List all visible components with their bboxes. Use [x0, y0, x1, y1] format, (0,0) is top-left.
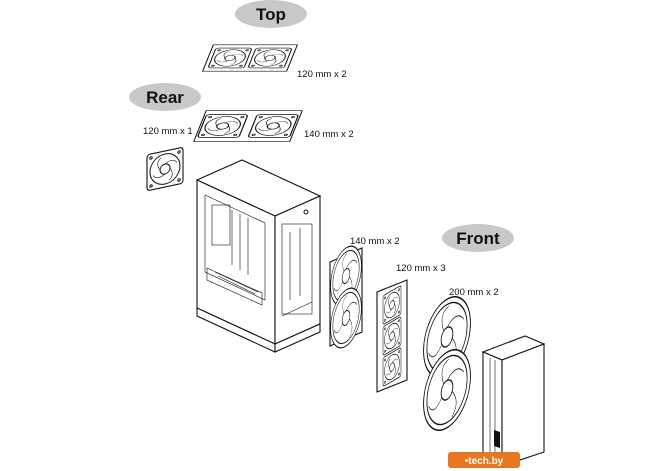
front-badge: Front	[442, 224, 514, 252]
front-fans-200-dimension: 200 mm x 2	[449, 287, 499, 298]
watermark: •tech.by	[448, 452, 520, 468]
front-fans-120-dimension: 120 mm x 3	[396, 263, 446, 274]
rear-badge: Rear	[129, 83, 201, 111]
pc-case	[195, 159, 322, 353]
front-fans-200	[422, 284, 472, 443]
rear-fan	[146, 146, 184, 192]
front-fans-140-dimension: 140 mm x 2	[350, 236, 400, 247]
front-panel	[481, 335, 546, 467]
top-fan-tray-120	[201, 44, 299, 72]
top-badge: Top	[235, 0, 307, 28]
front-label: Front	[456, 229, 500, 248]
top-label: Top	[256, 5, 286, 24]
front-fan-stack-120	[376, 279, 408, 393]
top-fans-alt-dimension: 140 mm x 2	[304, 129, 354, 140]
rear-label: Rear	[146, 88, 184, 107]
top-fans-dimension: 120 mm x 2	[297, 69, 347, 80]
top-fan-tray-140	[193, 110, 303, 142]
front-fan-stack-140	[329, 237, 363, 357]
rear-fan-dimension: 120 mm x 1	[143, 126, 193, 137]
watermark-text: •tech.by	[465, 456, 504, 467]
